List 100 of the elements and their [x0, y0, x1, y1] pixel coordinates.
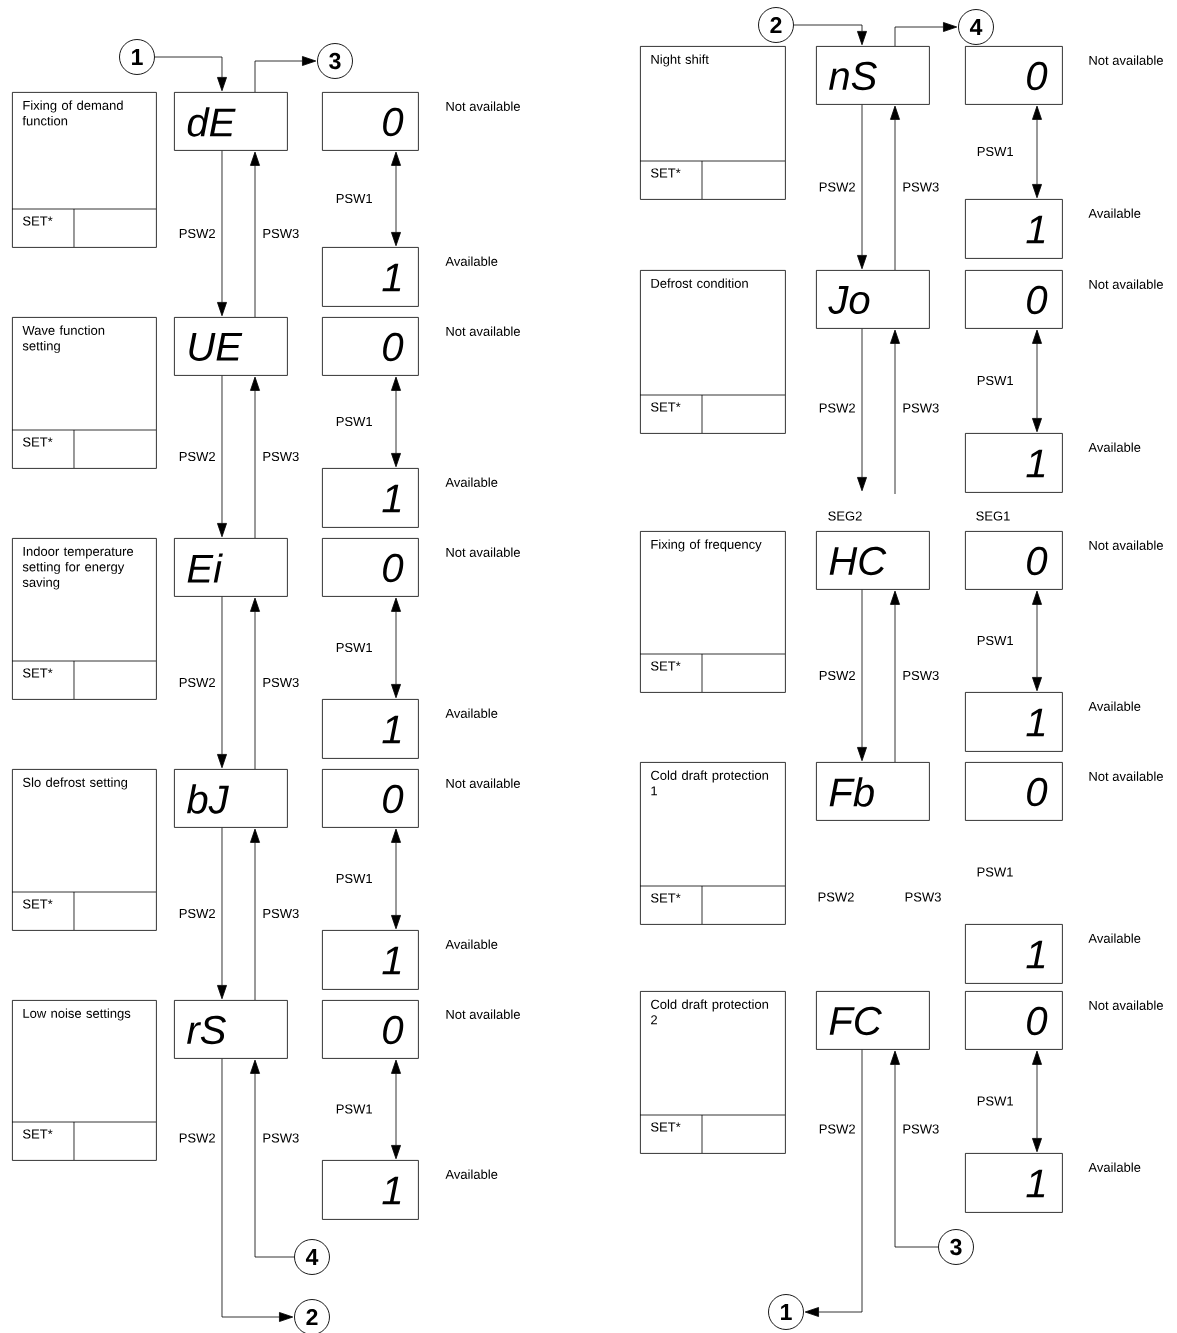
arrow — [250, 828, 260, 1001]
circled-number: 2 — [758, 7, 794, 43]
arrow — [250, 597, 260, 770]
edge-label: PSW2 — [177, 676, 217, 689]
edge-label: PSW3 — [901, 1123, 941, 1135]
edge-label: PSW3 — [261, 227, 301, 240]
circled-number: 1 — [768, 1294, 804, 1330]
arrow — [250, 151, 260, 318]
status-text: Available — [1088, 208, 1141, 218]
circled-number: 4 — [294, 1239, 330, 1275]
arrow — [890, 329, 900, 495]
status-text: Available — [1088, 442, 1141, 452]
edge-label: PSW1 — [975, 145, 1015, 158]
button-label: PSW3 — [905, 892, 941, 902]
arrow — [391, 376, 401, 468]
edge-label: PSW2 — [817, 1123, 857, 1135]
edge-label: PSW2 — [817, 181, 857, 193]
edge-label: PSW2 — [177, 450, 217, 463]
value-box: 0 — [322, 538, 419, 597]
display-box: UE — [174, 317, 288, 376]
status-text: Available — [445, 256, 498, 266]
setting-box: Low noise settings SET* — [11, 1000, 157, 1161]
status-text: Not available — [446, 326, 520, 336]
status-text: Not available — [446, 1009, 520, 1019]
edge-label: PSW2 — [817, 669, 857, 682]
status-text: Not available — [1089, 540, 1163, 550]
button-label: PSW1 — [977, 867, 1013, 877]
edge-label: PSW1 — [975, 634, 1015, 647]
status-text: Not available — [1089, 279, 1163, 289]
setting-box: Slo defrost setting SET* — [11, 769, 157, 931]
value-box: 0 — [965, 991, 1063, 1050]
edge-label: PSW1 — [334, 192, 374, 205]
value-box: 0 — [322, 317, 419, 376]
edge-label: PSW3 — [901, 402, 941, 414]
arrow — [391, 828, 401, 930]
status-text: Not available — [1089, 771, 1163, 781]
arrow — [391, 597, 401, 699]
value-box: 1 — [322, 930, 419, 990]
arrow — [857, 104, 867, 270]
status-text: Available — [445, 477, 498, 487]
setting-box: Cold draft protection 1 SET* — [639, 762, 786, 925]
value-box: 0 — [322, 769, 419, 828]
value-box: 1 — [965, 433, 1063, 493]
arrow — [890, 105, 900, 271]
arrow — [857, 589, 867, 762]
status-text: Not available — [446, 778, 520, 788]
status-text: Not available — [1089, 55, 1163, 65]
arrow — [221, 1058, 294, 1322]
arrow — [1032, 1050, 1042, 1153]
arrow — [1032, 590, 1042, 692]
circled-number: 1 — [119, 39, 155, 75]
setting-box: Indoor temperature setting for energy saving SET* — [11, 538, 157, 700]
value-box: 1 — [322, 468, 419, 528]
arrow — [793, 24, 867, 46]
edge-label: PSW1 — [334, 415, 374, 428]
value-box: 0 — [965, 270, 1063, 329]
status-text: Not available — [1089, 1000, 1163, 1010]
arrow — [217, 150, 227, 317]
arrow — [250, 376, 260, 539]
display-box: bJ — [174, 769, 288, 828]
arrow — [217, 827, 227, 1000]
arrow — [894, 22, 958, 47]
edge-label: PSW3 — [261, 450, 301, 463]
arrow — [391, 151, 401, 247]
edge-label: PSW2 — [177, 907, 217, 920]
value-box: 0 — [965, 531, 1063, 590]
display-box: FC — [816, 991, 930, 1050]
circled-number: 3 — [938, 1229, 974, 1265]
setting-box: Fixing of frequency SET* — [639, 531, 786, 693]
arrow — [250, 1059, 295, 1258]
edge-label: PSW1 — [334, 641, 374, 654]
column-label: SEG1 — [976, 511, 1010, 521]
edge-label: PSW1 — [975, 1095, 1015, 1107]
value-box: 1 — [322, 247, 419, 307]
value-box: 0 — [322, 92, 419, 151]
edge-label: PSW3 — [261, 1132, 301, 1144]
edge-label: PSW2 — [177, 227, 217, 240]
arrow — [890, 590, 900, 763]
arrow — [857, 328, 867, 492]
status-text: Available — [445, 939, 498, 949]
edge-label: PSW3 — [261, 907, 301, 920]
arrow — [1032, 105, 1042, 199]
arrow — [1032, 329, 1042, 433]
status-text: Available — [1088, 1162, 1141, 1172]
arrow — [890, 1050, 939, 1248]
arrow — [154, 56, 227, 92]
arrow — [391, 1059, 401, 1160]
setting-box: Cold draft protection 2 SET* — [639, 991, 786, 1154]
display-box: dE — [174, 92, 288, 151]
arrow — [217, 596, 227, 769]
value-box: 1 — [965, 199, 1063, 259]
edge-label: PSW3 — [901, 669, 941, 682]
value-box: 1 — [965, 692, 1063, 752]
value-box: 0 — [965, 762, 1063, 821]
edge-label: PSW2 — [817, 402, 857, 414]
arrow — [254, 56, 317, 93]
display-box: rS — [174, 1000, 288, 1059]
arrow — [217, 375, 227, 538]
status-text: Not available — [446, 547, 520, 557]
edge-label: PSW3 — [261, 676, 301, 689]
